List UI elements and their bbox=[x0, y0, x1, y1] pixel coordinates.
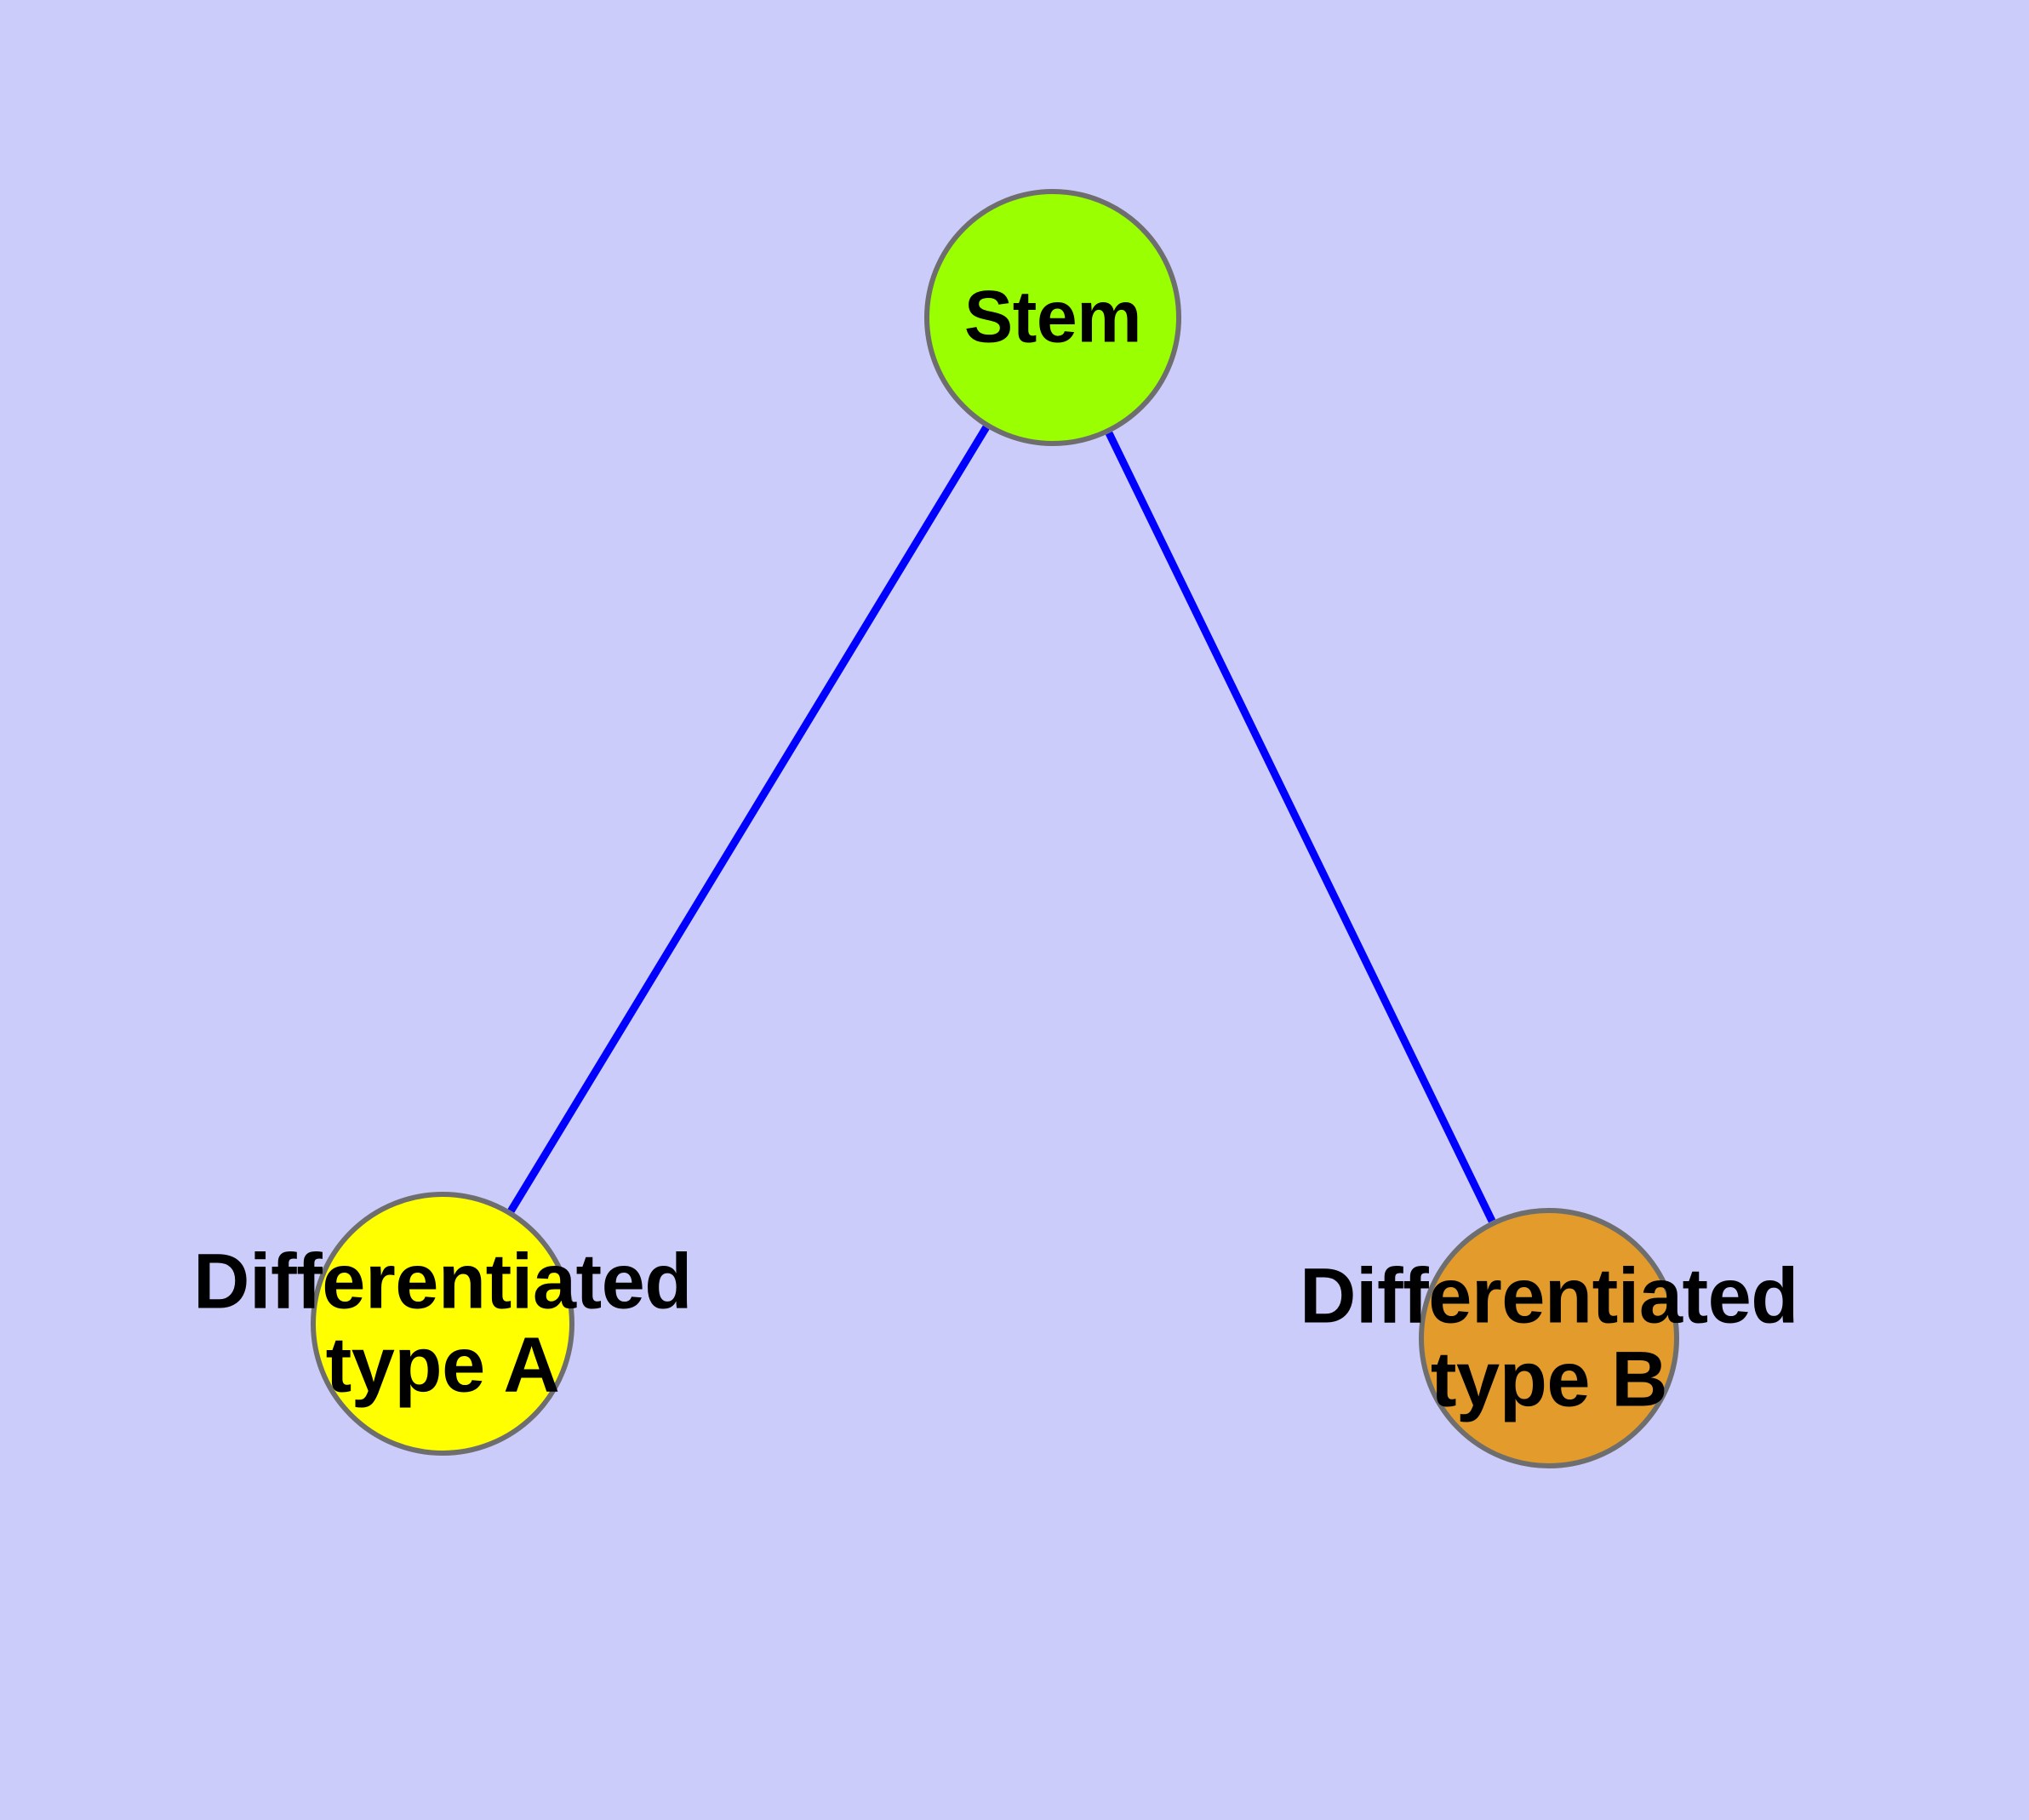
edge-stem-to-diff-b bbox=[1105, 431, 1496, 1223]
node-circle-diff-b[interactable] bbox=[1419, 1208, 1679, 1468]
edges-group bbox=[507, 425, 1496, 1223]
node-circle-stem[interactable] bbox=[924, 189, 1181, 446]
node-circle-diff-a[interactable] bbox=[311, 1192, 574, 1456]
nodes-group bbox=[311, 189, 1679, 1468]
edge-stem-to-diff-a bbox=[507, 425, 990, 1213]
